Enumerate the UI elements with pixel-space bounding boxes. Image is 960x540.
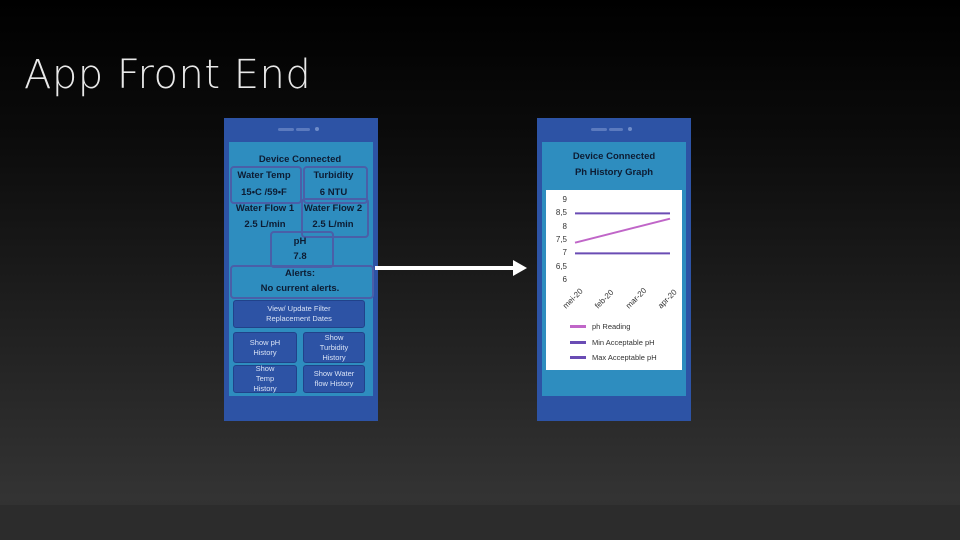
water-temp-label: Water Temp — [237, 170, 291, 181]
flow2-label: Water Flow 2 — [303, 203, 363, 214]
ph-label: pH — [293, 236, 307, 247]
legend-item-max-ph: Max Acceptable pH — [570, 353, 657, 362]
y-tick-label: 8 — [562, 221, 567, 231]
bottom-band — [0, 505, 960, 540]
speaker-bar — [296, 128, 310, 131]
legend-item-ph-reading: ph Reading — [570, 322, 630, 331]
show-ph-history-button[interactable]: Show pH History — [233, 332, 297, 363]
flow1-value: 2.5 L/min — [244, 219, 286, 230]
y-tick-label: 7 — [562, 248, 567, 258]
device-status-2: Device Connected — [572, 151, 656, 162]
water-temp-value: 15•C /59•F — [241, 187, 287, 198]
turbidity-box — [303, 166, 368, 204]
alerts-box — [230, 265, 374, 299]
camera-dot — [628, 127, 632, 131]
turbidity-value: 6 NTU — [319, 187, 348, 198]
flow2-box — [301, 198, 369, 238]
arrow-line — [375, 266, 515, 270]
flow2-value: 2.5 L/min — [312, 219, 354, 230]
alerts-value: No current alerts. — [260, 283, 340, 294]
y-tick-label: 7,5 — [555, 235, 567, 244]
ph-value: 7.8 — [293, 251, 307, 262]
y-tick-label: 6,5 — [555, 261, 567, 271]
show-water-flow-history-button[interactable]: Show Water flow History — [303, 365, 365, 393]
legend-item-min-ph: Min Acceptable pH — [570, 338, 655, 347]
speaker-bar — [609, 128, 623, 131]
camera-dot — [315, 127, 319, 131]
ph-box — [270, 231, 334, 268]
speaker-grille — [591, 128, 607, 131]
speaker-grille — [278, 128, 294, 131]
legend-swatch-max — [570, 356, 586, 359]
flow1-label: Water Flow 1 — [235, 203, 295, 214]
show-temp-history-button[interactable]: Show Temp History — [233, 364, 297, 393]
update-filter-button[interactable]: View/ Update Filter Replacement Dates — [233, 300, 365, 328]
legend-swatch-min — [570, 341, 586, 344]
y-tick-label: 9 — [562, 195, 567, 204]
legend-swatch-ph — [570, 325, 586, 328]
y-tick-label: 6 — [562, 275, 567, 284]
y-tick-label: 8,5 — [555, 208, 567, 218]
slide-title: App Front End — [24, 52, 312, 98]
show-turbidity-history-button[interactable]: Show Turbidity History — [303, 332, 365, 363]
legend-label-min: Min Acceptable pH — [592, 338, 655, 347]
legend-label-ph: ph Reading — [592, 322, 631, 331]
arrow-head-icon — [513, 260, 527, 276]
legend-label-max: Max Acceptable pH — [592, 353, 657, 362]
water-temp-box — [230, 166, 302, 204]
device-status: Device Connected — [258, 154, 342, 165]
turbidity-label: Turbidity — [313, 170, 354, 181]
alerts-label: Alerts: — [284, 268, 316, 279]
graph-title: Ph History Graph — [574, 167, 654, 178]
